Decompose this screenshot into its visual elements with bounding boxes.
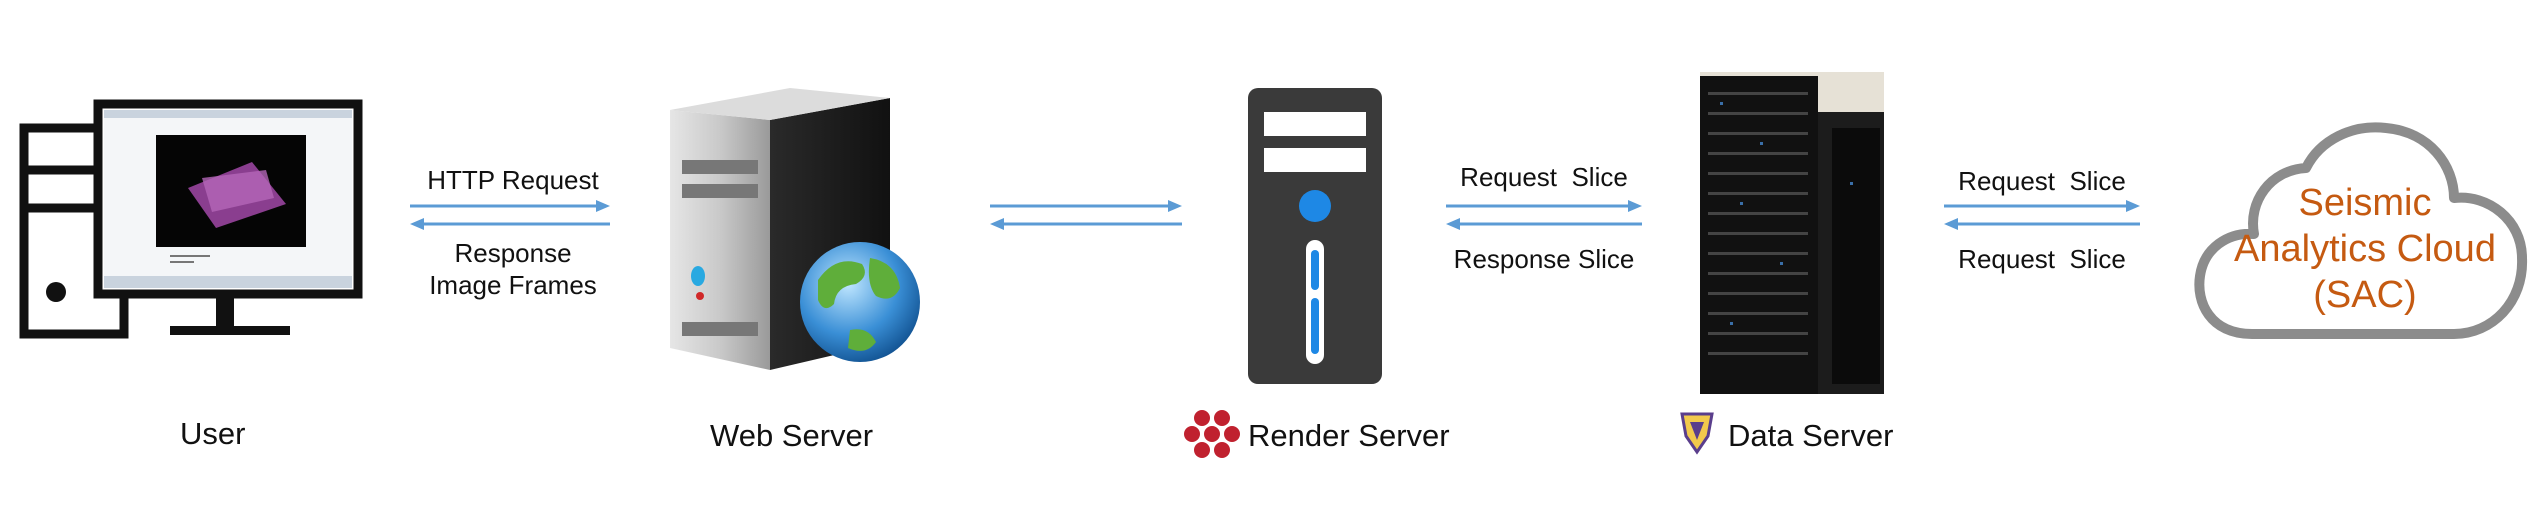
cloud-label-line1: Seismic bbox=[2298, 182, 2432, 224]
data-server-label: Data Server bbox=[1728, 418, 1894, 453]
web-server-globe-icon bbox=[670, 88, 920, 370]
arrow-data-to-render bbox=[1446, 218, 1642, 230]
tower-server-icon bbox=[1248, 88, 1382, 384]
user-node bbox=[19, 99, 363, 340]
request-slice-label-2: Request Slice bbox=[1958, 166, 2126, 196]
request-slice-label-3: Request Slice bbox=[1958, 244, 2126, 274]
arrow-render-to-data bbox=[1446, 200, 1642, 212]
data-server-logo bbox=[1680, 412, 1714, 455]
cloud-icon bbox=[2194, 122, 2528, 339]
arrow-cloud-to-data bbox=[1944, 218, 2140, 230]
render-server-label: Render Server bbox=[1248, 418, 1450, 453]
user-label: User bbox=[180, 416, 246, 451]
web-server-node bbox=[660, 80, 950, 380]
arrow-web-to-user bbox=[410, 218, 610, 230]
arrow-render-to-web bbox=[990, 218, 1182, 230]
arrow-data-to-cloud bbox=[1944, 200, 2140, 212]
server-rack-photo bbox=[1700, 72, 1884, 394]
cloud-label-line2: Analytics Cloud bbox=[2234, 228, 2496, 270]
response-label-line1: Response bbox=[454, 238, 572, 268]
web-server-label: Web Server bbox=[710, 418, 874, 453]
render-server-node bbox=[1248, 88, 1384, 388]
http-request-label: HTTP Request bbox=[427, 165, 599, 195]
data-server-node bbox=[1700, 72, 1884, 394]
render-server-logo bbox=[1184, 410, 1240, 458]
response-label-line2: Image Frames bbox=[429, 270, 597, 300]
arrow-web-to-render bbox=[990, 200, 1182, 212]
arrow-user-to-web bbox=[410, 200, 610, 212]
cloud-label-line3: (SAC) bbox=[2313, 274, 2417, 316]
desktop-computer-icon bbox=[19, 99, 363, 339]
response-slice-label: Response Slice bbox=[1453, 244, 1635, 274]
request-slice-label-1: Request Slice bbox=[1460, 162, 1628, 192]
cloud-label: Seismic Analytics Cloud (SAC) bbox=[2200, 180, 2530, 318]
